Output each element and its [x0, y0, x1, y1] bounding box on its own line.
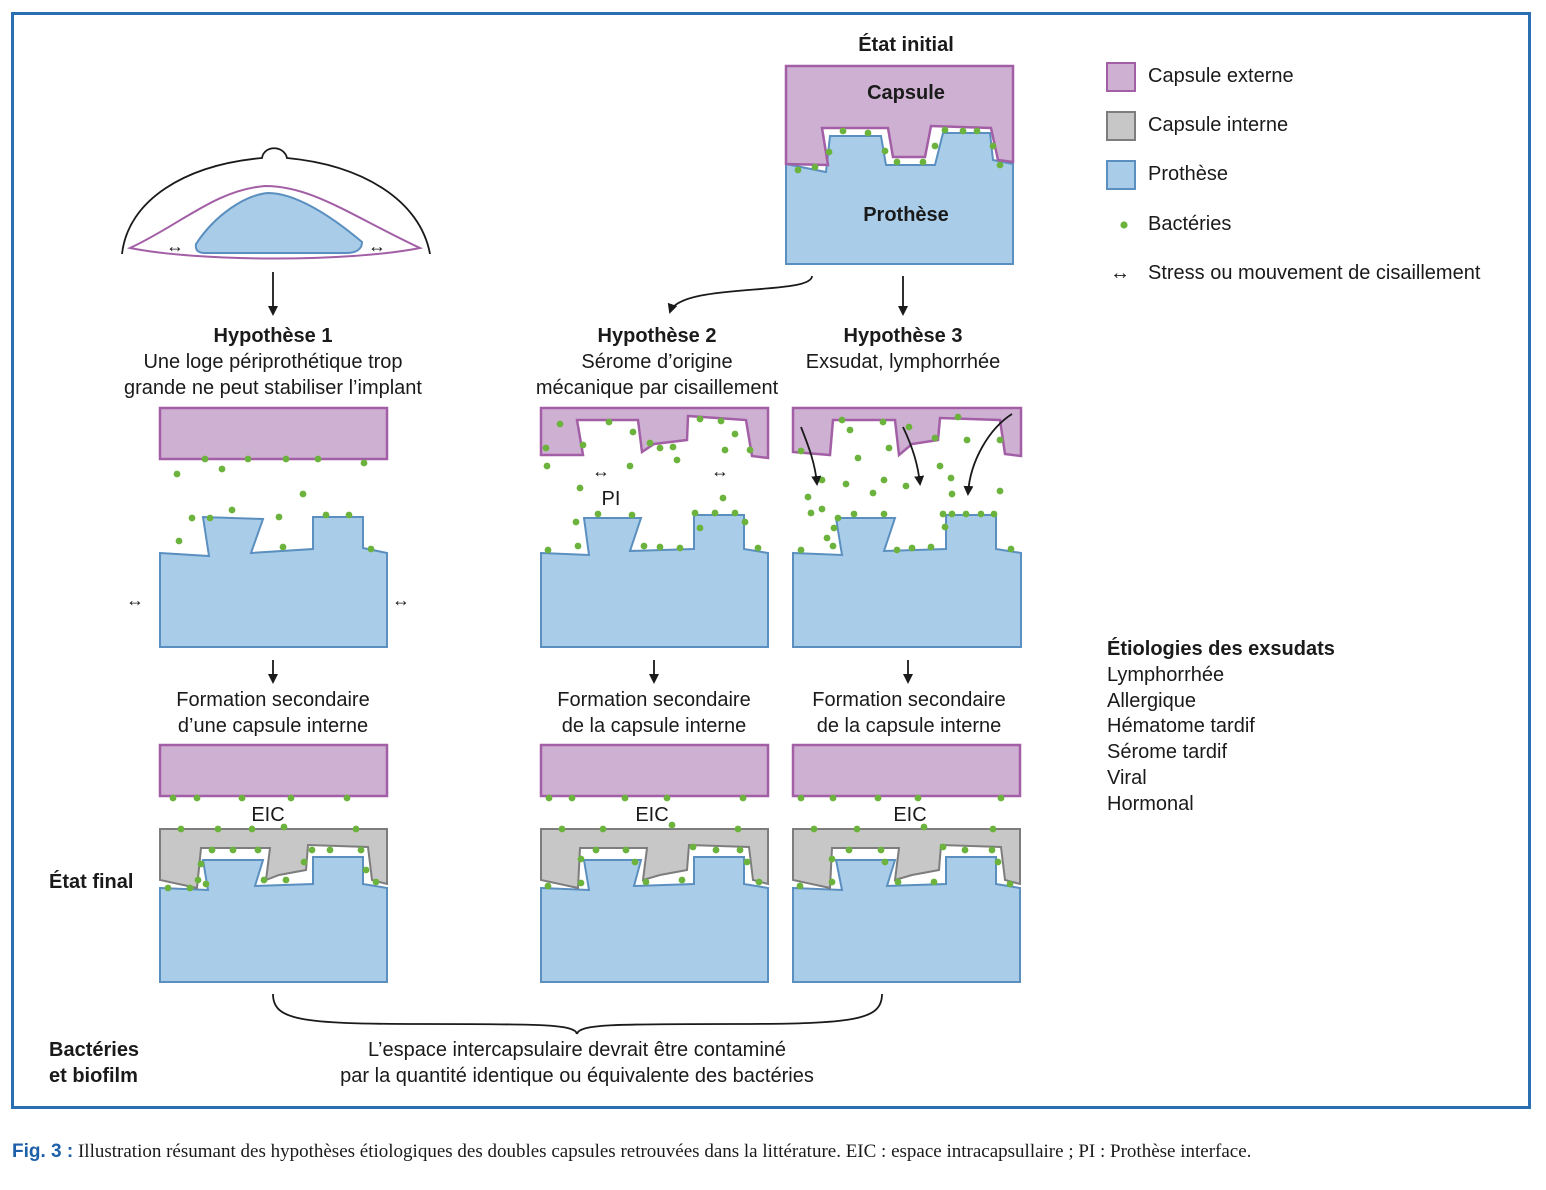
shear-arrow-icon: ↔: [368, 236, 386, 256]
etiology-item: Allergique: [1107, 689, 1196, 712]
etiology-item: Hématome tardif: [1107, 715, 1255, 738]
hyp1-formation-line1: Formation secondaire: [176, 689, 370, 711]
hyp1-middle: [158, 406, 389, 648]
hyp1-final: [158, 743, 389, 983]
hyp3-final: [791, 743, 1022, 983]
legend-outer-label: Capsule externe: [1148, 65, 1294, 87]
legend-shear-icon: ↔: [1110, 262, 1130, 284]
hyp2-title: Hypothèse 2: [597, 325, 717, 347]
initial-prosthesis-label: Prothèse: [863, 204, 949, 226]
etiology-item: Sérome tardif: [1107, 741, 1228, 764]
hyp1-line1: Une loge périprothétique trop: [143, 351, 403, 373]
shear-arrow-icon: ↔: [126, 590, 144, 610]
hyp3-title: Hypothèse 3: [843, 325, 963, 347]
legend-bacteria-dot: [1120, 221, 1128, 229]
legend-inner-label: Capsule interne: [1148, 114, 1289, 136]
figure-frame: [11, 12, 1531, 1109]
breast-pocket-diagram: [121, 147, 431, 260]
hyp2-formation-line1: Formation secondaire: [557, 689, 751, 711]
legend-swatches: [1106, 62, 1136, 229]
etiologies-list: Étiologies des exsudats Lymphorrhée Alle…: [1107, 637, 1335, 818]
final-bacteria: [164, 794, 1014, 892]
conclusion-line2: par la quantité identique ou équivalente…: [340, 1065, 814, 1087]
initial-prosthesis: [785, 132, 1014, 265]
legend-swatch-inner: [1106, 111, 1136, 141]
legend-swatch-outer: [1106, 62, 1136, 92]
flow-arrows: [268, 272, 913, 684]
initial-bacteria: [794, 126, 1004, 174]
hyp2-line1: Sérome d’origine: [581, 351, 733, 373]
initial-state-diagram: [784, 64, 1015, 265]
etiology-item: Hormonal: [1107, 792, 1194, 815]
legend-prosthesis-label: Prothèse: [1148, 163, 1229, 185]
final-state-label: État final: [49, 871, 134, 893]
pi-label: PI: [601, 488, 621, 510]
hyp3-formation-line1: Formation secondaire: [812, 689, 1006, 711]
shear-arrow-icon: ↔: [592, 461, 610, 481]
etiologies-title: Étiologies des exsudats: [1107, 638, 1335, 660]
etiology-item: Lymphorrhée: [1107, 663, 1225, 686]
hyp2-formation-line2: de la capsule interne: [561, 715, 747, 737]
initial-outer-capsule: [784, 64, 1015, 167]
hyp1-formation-line2: d’une capsule interne: [177, 715, 369, 737]
hyp2-eic-label: EIC: [635, 804, 669, 826]
hyp3-line1: Exsudat, lymphorrhée: [805, 351, 1001, 373]
initial-capsule-label: Capsule: [867, 82, 945, 104]
hyp3-middle: [791, 406, 1023, 648]
shear-arrow-icon: ↔: [166, 236, 184, 256]
conclusion-line1: L’espace intercapsulaire devrait être co…: [367, 1039, 787, 1061]
hyp2-final: [539, 743, 770, 983]
hyp3-formation-line2: de la capsule interne: [816, 715, 1002, 737]
hyp2-middle: [539, 406, 770, 648]
hyp3-eic-label: EIC: [893, 804, 927, 826]
hyp1-line2: grande ne peut stabiliser l’implant: [124, 377, 422, 399]
brace: [272, 993, 883, 1035]
shear-arrow-icon: ↔: [392, 590, 410, 610]
hyp1-title: Hypothèse 1: [213, 325, 333, 347]
legend-shear-label: Stress ou mouvement de cisaillement: [1148, 262, 1481, 284]
caption-text: Illustration résumant des hypothèses éti…: [73, 1141, 1252, 1162]
bacteria-row-label-1: Bactéries: [49, 1039, 140, 1061]
legend-swatch-prosthesis: [1106, 160, 1136, 190]
figure-caption: Fig. 3 : Illustration résumant des hypot…: [12, 1141, 1251, 1163]
etiology-item: Viral: [1107, 766, 1147, 789]
legend-bacteria-label: Bactéries: [1148, 213, 1232, 235]
figure-number: Fig. 3 :: [12, 1141, 74, 1162]
shear-arrow-icon: ↔: [711, 461, 729, 481]
initial-state-title: État initial: [858, 34, 954, 56]
bacteria-row-label-2: et biofilm: [49, 1065, 138, 1087]
hyp2-line2: mécanique par cisaillement: [535, 377, 779, 399]
hyp1-eic-label: EIC: [251, 804, 285, 826]
